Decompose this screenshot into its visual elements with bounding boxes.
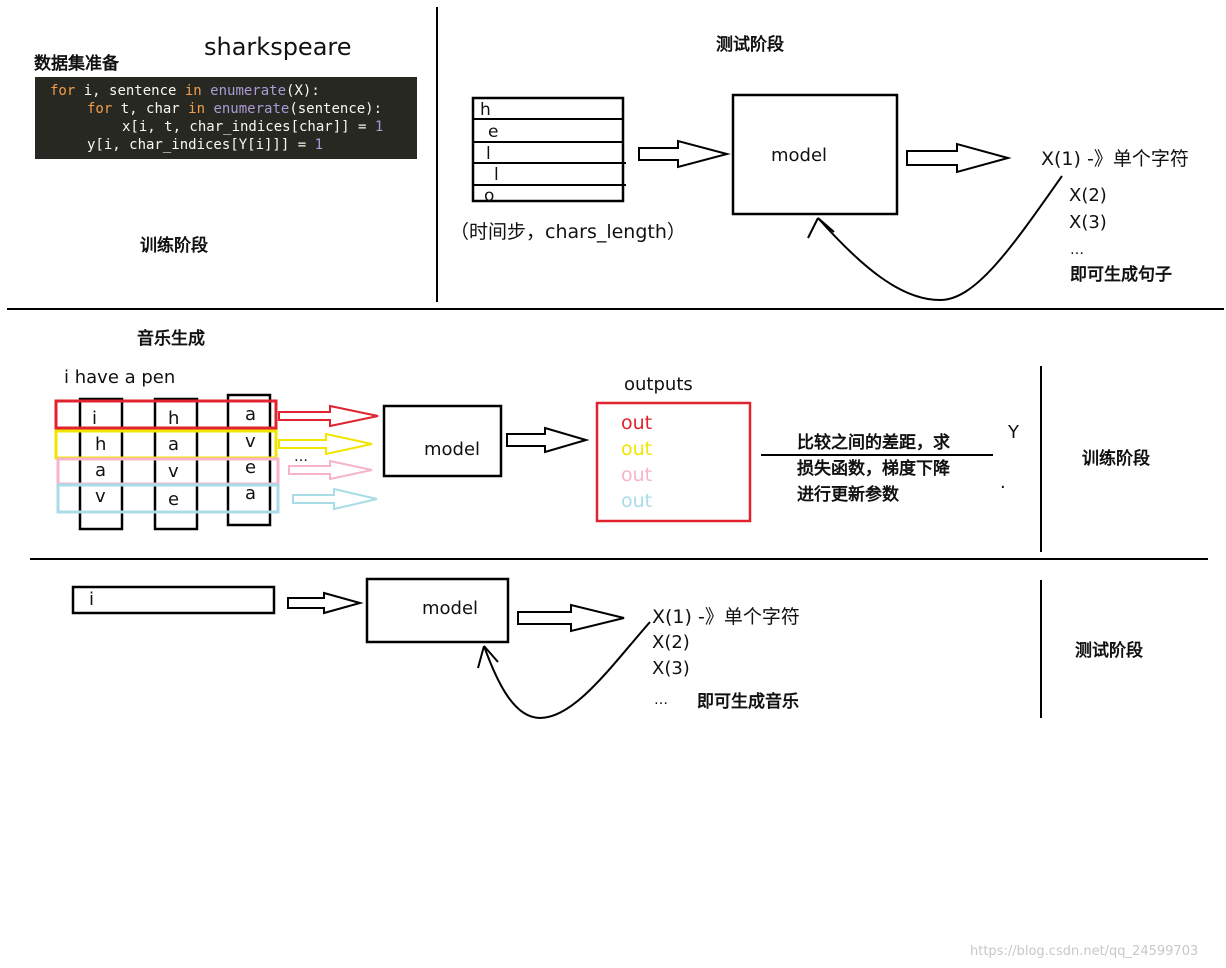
output-x2: X(2)	[1069, 185, 1107, 206]
music-gen-title: 音乐生成	[137, 328, 205, 349]
arrowhead-icon	[477, 645, 499, 669]
row-box-cyan	[56, 483, 280, 514]
out-yellow: out	[621, 438, 652, 460]
code-block	[35, 77, 417, 159]
arrow-pink-icon	[288, 459, 373, 481]
col3-char-3: e	[245, 457, 256, 478]
train-stage-label-2: 训练阶段	[1082, 448, 1150, 469]
row-box-red	[54, 399, 278, 430]
music-output-ellipsis: …	[654, 692, 668, 708]
outputs-box	[595, 401, 752, 523]
input-box	[71, 585, 276, 615]
col3-char-4: a	[245, 483, 256, 504]
arrow-right-icon	[287, 591, 364, 615]
column-box-2	[153, 397, 199, 531]
model-box-3	[365, 577, 510, 644]
compare-text-line-1: 比较之间的差距，求	[797, 432, 950, 453]
train-stage-label-1: 训练阶段	[140, 235, 208, 256]
model-label-3: model	[422, 598, 478, 619]
y-dot: .	[1000, 472, 1006, 493]
arrow-right-icon	[906, 142, 1012, 174]
music-output-x3: X(3)	[652, 658, 690, 679]
music-output-x2: X(2)	[652, 632, 690, 653]
output-ellipsis: …	[1070, 242, 1084, 258]
outputs-label: outputs	[624, 374, 693, 395]
col2-char-2: a	[168, 434, 179, 455]
out-pink: out	[621, 464, 652, 486]
rows-ellipsis: …	[294, 449, 308, 465]
column-box-1	[78, 397, 124, 531]
shape-label: （时间步，chars_length）	[450, 221, 686, 243]
test-stage-label-2: 测试阶段	[1075, 640, 1143, 661]
compare-text-line-3: 进行更新参数	[797, 484, 900, 505]
arrow-yellow-icon	[278, 432, 373, 456]
col1-char-2: h	[95, 434, 106, 455]
code-line-1: for i, sentence in enumerate(X):	[50, 83, 320, 99]
arrow-right-icon	[517, 603, 625, 633]
y-label: Y	[1007, 422, 1020, 443]
row-box-yellow	[54, 429, 278, 460]
model-box-2	[382, 404, 503, 478]
arrow-right-icon	[506, 426, 590, 454]
model-label-1: model	[771, 145, 827, 166]
arrow-right-icon	[638, 139, 731, 169]
code-line-3: x[i, t, char_indices[char]] = 1	[122, 119, 383, 135]
char-e: e	[488, 122, 498, 142]
arrow-cyan-icon	[292, 487, 378, 511]
col3-char-1: a	[245, 404, 256, 425]
col1-char-1: i	[92, 408, 97, 429]
music-output-x1: X(1) -》单个字符	[652, 606, 800, 628]
arrow-red-icon	[278, 404, 379, 428]
code-line-2: for t, char in enumerate(sentence):	[87, 101, 382, 117]
char-matrix	[471, 96, 625, 203]
model-label-2: model	[424, 439, 480, 460]
col3-char-2: v	[245, 431, 256, 452]
compare-text-line-2: 损失函数，梯度下降	[797, 458, 951, 479]
feedback-curve-2	[483, 621, 651, 720]
output-x1: X(1) -》单个字符	[1041, 148, 1189, 170]
col1-char-4: v	[95, 486, 106, 507]
col2-char-1: h	[168, 408, 179, 429]
char-l-1: l	[486, 144, 491, 164]
out-cyan: out	[621, 490, 652, 512]
model-box-1	[731, 93, 899, 216]
generate-music-label: 即可生成音乐	[697, 691, 799, 712]
col1-char-3: a	[95, 460, 106, 481]
char-h: h	[480, 100, 491, 120]
out-red: out	[621, 412, 652, 434]
char-o: o	[484, 186, 494, 206]
dataset-prep-title: 数据集准备	[34, 53, 120, 74]
output-x3: X(3)	[1069, 212, 1107, 233]
col2-char-4: e	[168, 489, 179, 510]
dataset-name: sharkspeare	[204, 33, 352, 61]
feedback-curve-1	[817, 175, 1063, 302]
code-line-4: y[i, char_indices[Y[i]]] = 1	[87, 137, 323, 153]
generate-sentence-label: 即可生成句子	[1070, 264, 1172, 285]
sentence-label: i have a pen	[64, 367, 175, 388]
arrowhead-icon	[807, 217, 835, 239]
input-char: i	[89, 589, 94, 610]
watermark: https://blog.csdn.net/qq_24599703	[970, 944, 1198, 959]
char-l-2: l	[494, 165, 499, 185]
col2-char-3: v	[168, 461, 179, 482]
test-stage-title: 测试阶段	[716, 34, 784, 55]
